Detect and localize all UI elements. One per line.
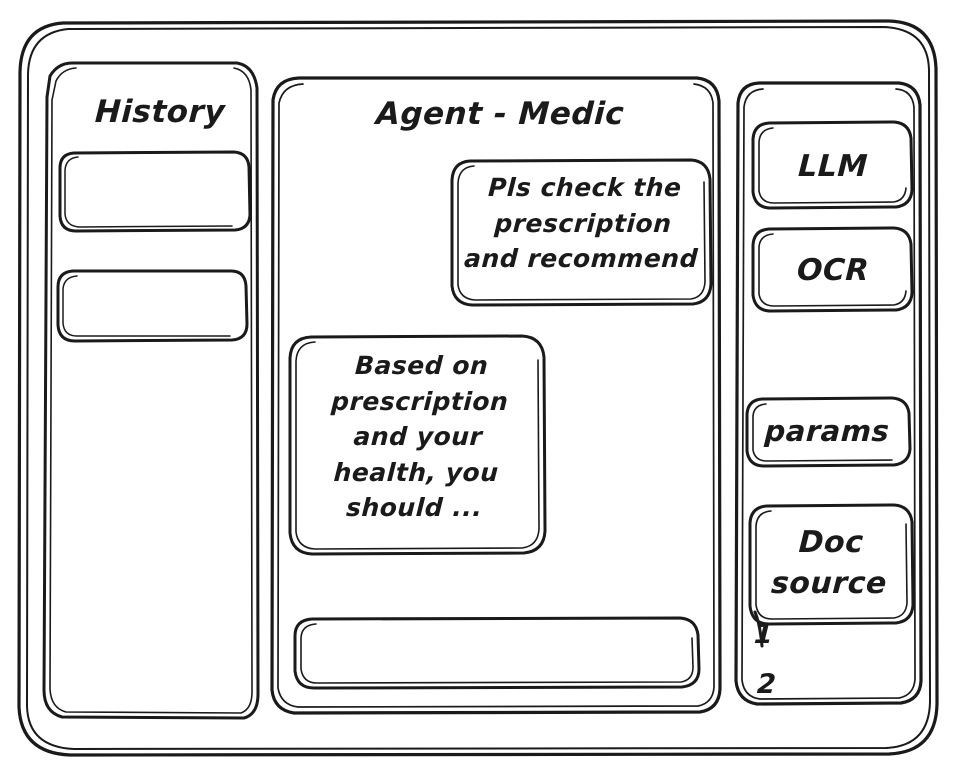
- doc-source-item-2[interactable]: 2: [756, 669, 778, 700]
- message-input[interactable]: [295, 618, 700, 688]
- tool-card-doc-source-label: Doc source: [770, 525, 888, 602]
- user-message-text: Pls check the prescription and recommend: [463, 173, 699, 273]
- tool-card-params-label: params: [763, 414, 891, 448]
- history-item-2[interactable]: [58, 271, 247, 341]
- assistant-message-text: Based on prescription and your health, y…: [330, 351, 510, 522]
- history-panel-title: History: [94, 94, 227, 130]
- agent-panel-title: Agent - Medic: [375, 96, 626, 132]
- doc-source-item-1[interactable]: 1: [753, 619, 775, 650]
- tool-card-llm-label: LLM: [797, 149, 869, 184]
- history-item-1[interactable]: [58, 152, 250, 231]
- tool-card-ocr-label: OCR: [796, 253, 871, 288]
